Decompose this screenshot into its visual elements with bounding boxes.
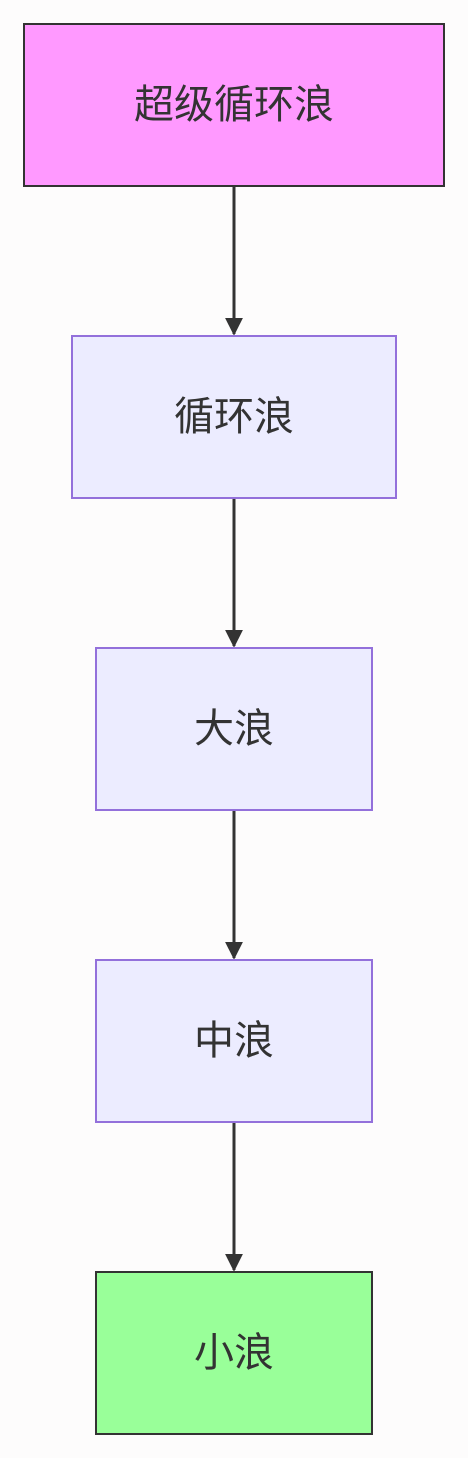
node-small-wave: 小浪 bbox=[95, 1271, 373, 1435]
node-label: 超级循环浪 bbox=[134, 82, 334, 128]
node-label: 循环浪 bbox=[174, 394, 294, 440]
node-cycle-wave: 循环浪 bbox=[71, 335, 397, 499]
node-label: 小浪 bbox=[194, 1330, 274, 1376]
node-medium-wave: 中浪 bbox=[95, 959, 373, 1123]
node-label: 大浪 bbox=[194, 706, 274, 752]
node-large-wave: 大浪 bbox=[95, 647, 373, 811]
node-label: 中浪 bbox=[194, 1018, 274, 1064]
node-super-cycle-wave: 超级循环浪 bbox=[23, 23, 445, 187]
